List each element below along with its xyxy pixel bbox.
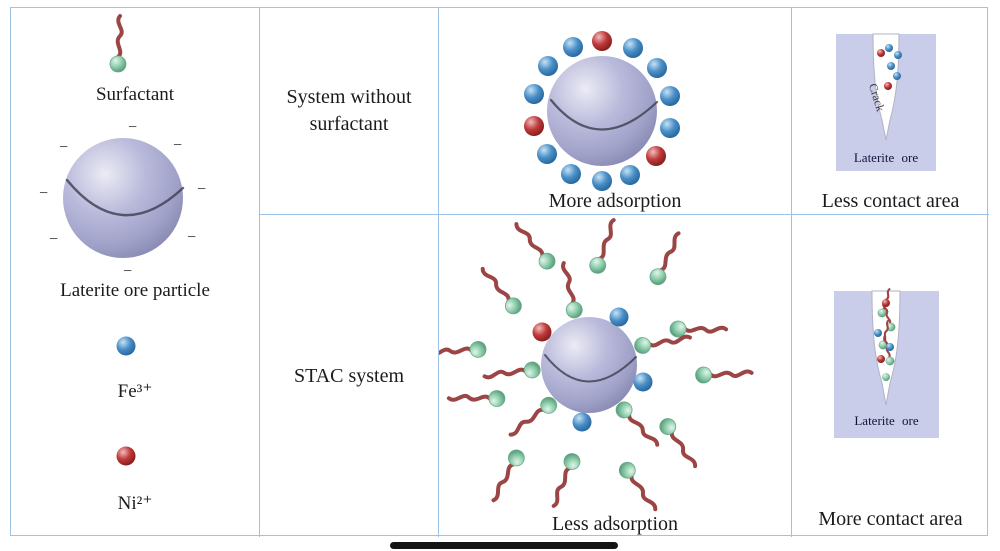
- surfactant-molecule-icon: [552, 259, 587, 322]
- fe-ion-icon: [563, 37, 583, 57]
- surfactant-molecule-icon: [446, 388, 508, 411]
- less-adsorption-graphic: [439, 215, 755, 515]
- ni-ion-icon: [532, 322, 552, 342]
- fe-ion-label: Fe³⁺: [117, 381, 153, 402]
- fe-ion-icon: [620, 165, 640, 185]
- less-adsorption-caption: Less adsorption: [551, 513, 679, 535]
- fe-ion-icon: [874, 329, 882, 337]
- fe-ion-icon: [538, 56, 558, 76]
- grid-hline-1: [259, 214, 989, 215]
- surfactant-molecule-icon: [610, 396, 667, 452]
- legend-panel: − − − − − − − − Surfactant Laterite ore …: [11, 8, 259, 537]
- ore-sphere-seam: [544, 354, 637, 383]
- surfactant-molecule-icon: [486, 445, 530, 507]
- stac-system-label: STAC system: [293, 364, 405, 387]
- fe-ion-icon: [894, 51, 902, 59]
- surfactant-head-icon: [882, 373, 890, 381]
- fe-ion-icon: [886, 343, 894, 351]
- surfactant-molecule-icon: [439, 338, 490, 366]
- surfactant-molecule-icon: [473, 262, 527, 320]
- fe-ion-icon: [893, 72, 901, 80]
- ni-ion-label: Ni²⁺: [117, 493, 153, 514]
- less-contact-graphic: [836, 33, 936, 171]
- laterite-ore-label: Laterite ore: [854, 413, 919, 428]
- surfactant-molecule-icon: [481, 358, 544, 389]
- laterite-ore-label: Laterite ore: [853, 150, 919, 165]
- grid-vline-3: [791, 8, 792, 537]
- ore-sphere-seam: [549, 98, 659, 131]
- less-contact-caption: Less contact area: [821, 190, 960, 212]
- less-contact-panel: Crack Laterite ore Less contact area: [792, 8, 989, 214]
- minus-charge: −: [187, 229, 197, 246]
- surfactant-molecule-icon: [654, 413, 706, 472]
- ni-ion-icon: [877, 49, 885, 57]
- more-contact-graphic: [834, 286, 939, 438]
- grid-vline-1: [259, 8, 260, 537]
- surfactant-molecule-icon: [692, 360, 755, 386]
- ni-ion-icon: [882, 299, 890, 307]
- more-adsorption-graphic: [524, 31, 680, 191]
- ore-sphere-seam: [65, 178, 185, 217]
- surfactant-molecule-icon: [614, 457, 666, 515]
- surfactant-molecule-icon: [108, 14, 128, 74]
- ni-ion-icon: [646, 146, 666, 166]
- more-contact-caption: More contact area: [818, 508, 963, 530]
- grid-vline-2: [438, 8, 439, 537]
- ni-ion-icon: [524, 116, 544, 136]
- laterite-ore-sphere: [541, 317, 637, 413]
- system-without-surfactant-label: System without surfactant: [286, 86, 412, 135]
- fe-ion-icon: [561, 164, 581, 184]
- more-adsorption-caption: More adsorption: [548, 190, 682, 212]
- ni-ion-icon: [116, 446, 136, 466]
- fe-ion-icon: [592, 171, 612, 191]
- surfactant-molecule-icon: [647, 229, 684, 287]
- minus-charge: −: [173, 137, 183, 154]
- stac-system-cell: STAC system: [260, 215, 438, 537]
- fe-ion-icon: [572, 412, 592, 432]
- ni-ion-icon: [592, 31, 612, 51]
- minus-charge: −: [39, 185, 49, 202]
- fe-ion-icon: [623, 38, 643, 58]
- ni-ion-icon: [884, 82, 892, 90]
- figure-grid: − − − − − − − − Surfactant Laterite ore …: [10, 7, 989, 537]
- fe-ion-icon: [633, 372, 653, 392]
- minus-charge: −: [123, 263, 133, 280]
- more-adsorption-panel: More adsorption: [439, 8, 791, 214]
- system-without-surfactant-cell: System without surfactant: [260, 8, 438, 214]
- minus-charge: −: [128, 119, 138, 136]
- more-contact-panel: Laterite ore More contact area: [792, 215, 989, 537]
- fe-ion-icon: [116, 336, 136, 356]
- fe-ion-icon: [660, 86, 680, 106]
- legend-graphic: [63, 14, 185, 466]
- surfactant-molecule-icon: [504, 392, 562, 445]
- minus-charge: −: [59, 139, 69, 156]
- fe-ion-icon: [609, 307, 629, 327]
- laterite-particle-label: Laterite ore particle: [60, 280, 210, 301]
- surfactant-label: Surfactant: [95, 84, 175, 105]
- laterite-ore-sphere: [547, 56, 657, 166]
- minus-charge: −: [49, 231, 59, 248]
- surfactant-molecule-icon: [585, 215, 622, 278]
- fe-ion-icon: [647, 58, 667, 78]
- less-adsorption-panel: Less adsorption: [439, 215, 791, 537]
- bottom-handle-bar: [390, 542, 618, 549]
- fe-ion-icon: [524, 84, 544, 104]
- fe-ion-icon: [885, 44, 893, 52]
- fe-ion-icon: [660, 118, 680, 138]
- surfactant-molecule-icon: [546, 449, 585, 512]
- laterite-ore-sphere: [63, 138, 183, 258]
- surfactant-molecule-icon: [509, 220, 558, 272]
- ni-ion-icon: [877, 355, 885, 363]
- fe-ion-icon: [537, 144, 557, 164]
- surfactant-molecule-icon: [670, 319, 727, 337]
- fe-ion-icon: [887, 62, 895, 70]
- minus-charge: −: [197, 181, 207, 198]
